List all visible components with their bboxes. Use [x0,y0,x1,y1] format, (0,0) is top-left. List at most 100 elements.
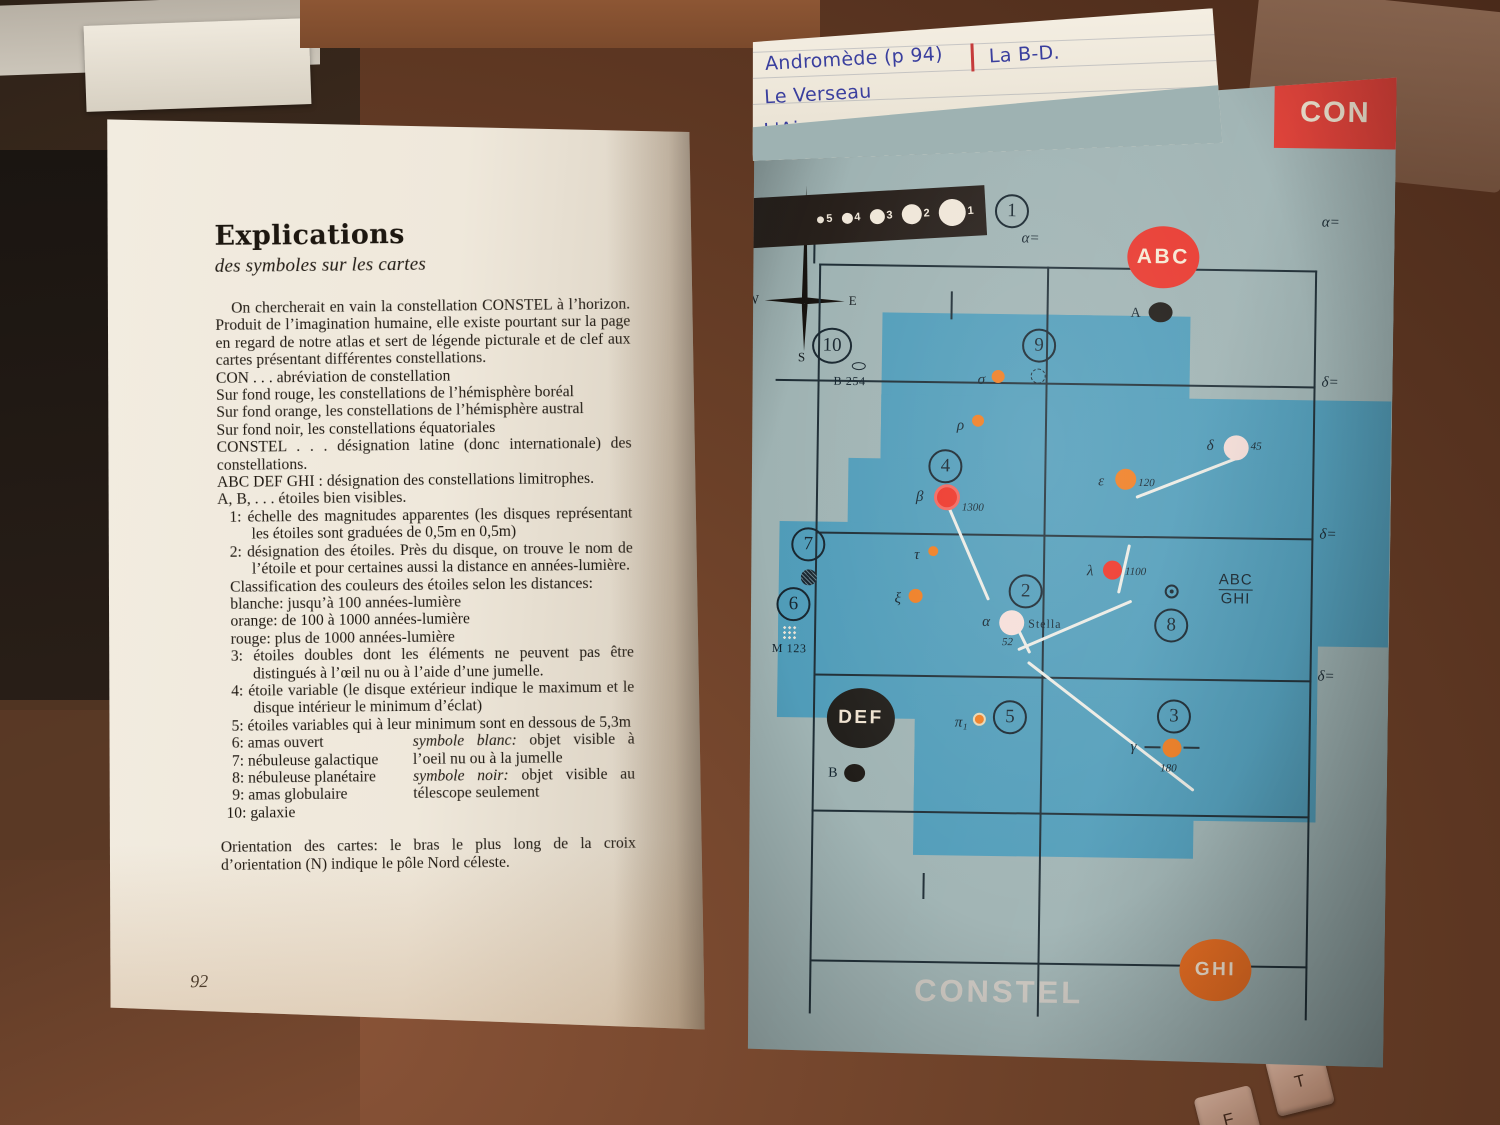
legend-text: étoiles doubles dont les éléments ne peu… [252,643,634,683]
legend-item-2: 2: désignation des étoiles. Près du disq… [218,539,633,578]
legend-number: 6: [231,734,244,752]
symbol-white-line: symbole blanc: objet visible à l’oeil nu… [413,731,635,768]
star-distance-epsilon: 120 [1138,476,1155,490]
open-cluster-icon [782,625,798,639]
grid-tick [922,873,924,899]
orientation-paragraph: Orientation des cartes: le bras le plus … [220,834,636,874]
desk-wood-strip [300,0,820,48]
star-label-epsilon: ε [1098,473,1105,490]
magnitude-dot [901,204,922,225]
star-sigma [992,370,1005,383]
magnitude-label: 4 [854,211,861,224]
page-number: 92 [190,971,209,992]
legend-item-9: 9: amas globulaire [220,785,405,804]
note-red-divider [970,43,974,71]
legend-text: étoile variable (le disque extérieur ind… [248,678,635,717]
magnitude-step: 3 [869,208,893,224]
coordinate-label-alpha: α= [1321,214,1340,231]
neighbour-star-label-a: A [1130,305,1141,321]
coordinate-label-alpha: α= [1021,230,1040,247]
star-label-sigma: σ [977,371,986,388]
star-name-stella: Stella [1028,616,1062,631]
star-distance-alpha: 52 [1001,636,1014,649]
star-label-beta: β [915,488,924,505]
star-label-tau: τ [914,546,920,563]
symbol-white-label: symbole blanc: [412,731,517,751]
legend-text: amas ouvert [247,733,324,752]
callout-marker-1: 1 [995,194,1029,228]
star-label-delta: δ [1206,437,1214,455]
star-rho [972,415,984,427]
neighbour-badge-ghi: GHI [1179,939,1252,1002]
legend-number: 4: [231,682,244,700]
coordinate-label-delta: δ= [1321,374,1339,391]
legend-objects-column: 6: amas ouvert 7: nébuleuse galactique 8… [220,733,406,822]
legend-number: 10: [226,804,247,822]
boundary-label: ABC GHI [1218,571,1252,607]
explanations-text-column: Explications des symboles sur les cartes… [214,217,636,874]
star-pi1 [975,715,984,724]
planetary-nebula-icon [1165,584,1179,598]
magnitude-dot [817,216,824,223]
legend-text: galaxie [250,803,296,822]
page-title: Explications [214,218,405,252]
boundary-label-top: ABC [1218,571,1253,589]
neighbour-star-a [1148,302,1172,322]
coordinate-label-delta: δ= [1319,526,1337,543]
star-label-gamma: γ [1130,738,1137,755]
desk-dark-object [0,150,120,710]
paragraph-constel: CONSTEL . . . désignation latine (donc i… [216,434,632,474]
double-star-tick-left [1144,746,1160,748]
legend-symbols-column: symbole blanc: objet visible à l’oeil nu… [413,731,636,820]
legend-number: 8: [232,769,245,787]
legend-item-7: 7: nébuleuse galactique [220,751,405,770]
globular-cluster-icon [1031,368,1046,383]
magnitude-label: 2 [923,207,930,220]
legend-text: échelle des magnitudes apparentes (les d… [247,504,633,543]
grid-line-horizontal [819,264,1317,273]
star-label-alpha: α [982,613,991,630]
boundary-label-bottom: GHI [1220,590,1251,608]
callout-marker-10: 10 [812,327,852,364]
chart-title: CONSTEL [913,972,1084,1011]
star-tau [928,546,938,556]
star-lambda [1103,560,1122,579]
star-distance-gamma: 180 [1160,762,1177,775]
legend-text: amas globulaire [248,785,348,804]
note-line-2: Le Verseau [763,80,873,109]
neighbour-badge-def: DEF [826,688,895,749]
magnitude-label: 3 [886,209,893,222]
star-label-lambda: λ [1086,563,1094,580]
star-label-rho: ρ [956,417,965,434]
galaxy-label: B 254 [833,373,866,389]
legend-text: désignation des étoiles. Près du disque,… [247,539,633,578]
legend-item-1: 1: échelle des magnitudes apparentes (le… [217,504,632,543]
constellation-chart: α= α= α= δ= δ= δ= 10 B 254 9 7 6 M 123 [781,269,1351,1017]
page-subtitle: des symboles sur les cartes [214,253,427,277]
left-page: Explications des symboles sur les cartes… [95,104,705,1045]
legend-number: 2: [229,543,242,561]
legend-number: 1: [229,508,242,526]
constellation-tab-label: CON [1299,95,1371,129]
legend-item-4: 4: étoile variable (le disque extérieur … [219,678,634,717]
legend-two-columns: 6: amas ouvert 7: nébuleuse galactique 8… [220,731,636,822]
magnitude-step: 1 [938,197,975,226]
numbered-legend-2: 3: étoiles doubles dont les éléments ne … [219,644,635,735]
neighbour-star-label-b: B [828,765,838,781]
constellation-tab: CON [1274,76,1397,150]
numbered-legend-1: 1: échelle des magnitudes apparentes (le… [217,504,633,578]
compass-label-w: W [746,291,760,307]
magnitude-step: 2 [901,203,930,225]
open-book: Andromède (p 94) Le Verseau L'Ai La B-D.… [95,35,1395,1075]
open-cluster-label: M 123 [771,640,807,656]
legend-item-3: 3: étoiles doubles dont les éléments ne … [219,644,634,683]
magnitude-label: 1 [967,204,975,218]
paragraph-intro: On chercherait en vain la constellation … [215,295,631,370]
double-star-tick-right [1183,747,1199,749]
legend-text: nébuleuse planétaire [248,768,376,787]
magnitude-dot [938,198,966,226]
symbol-black-label: symbole noir: [413,766,509,785]
legend-number: 9: [232,787,245,805]
magnitude-step: 4 [841,211,861,224]
legend-item-6: 6: amas ouvert [220,733,405,752]
